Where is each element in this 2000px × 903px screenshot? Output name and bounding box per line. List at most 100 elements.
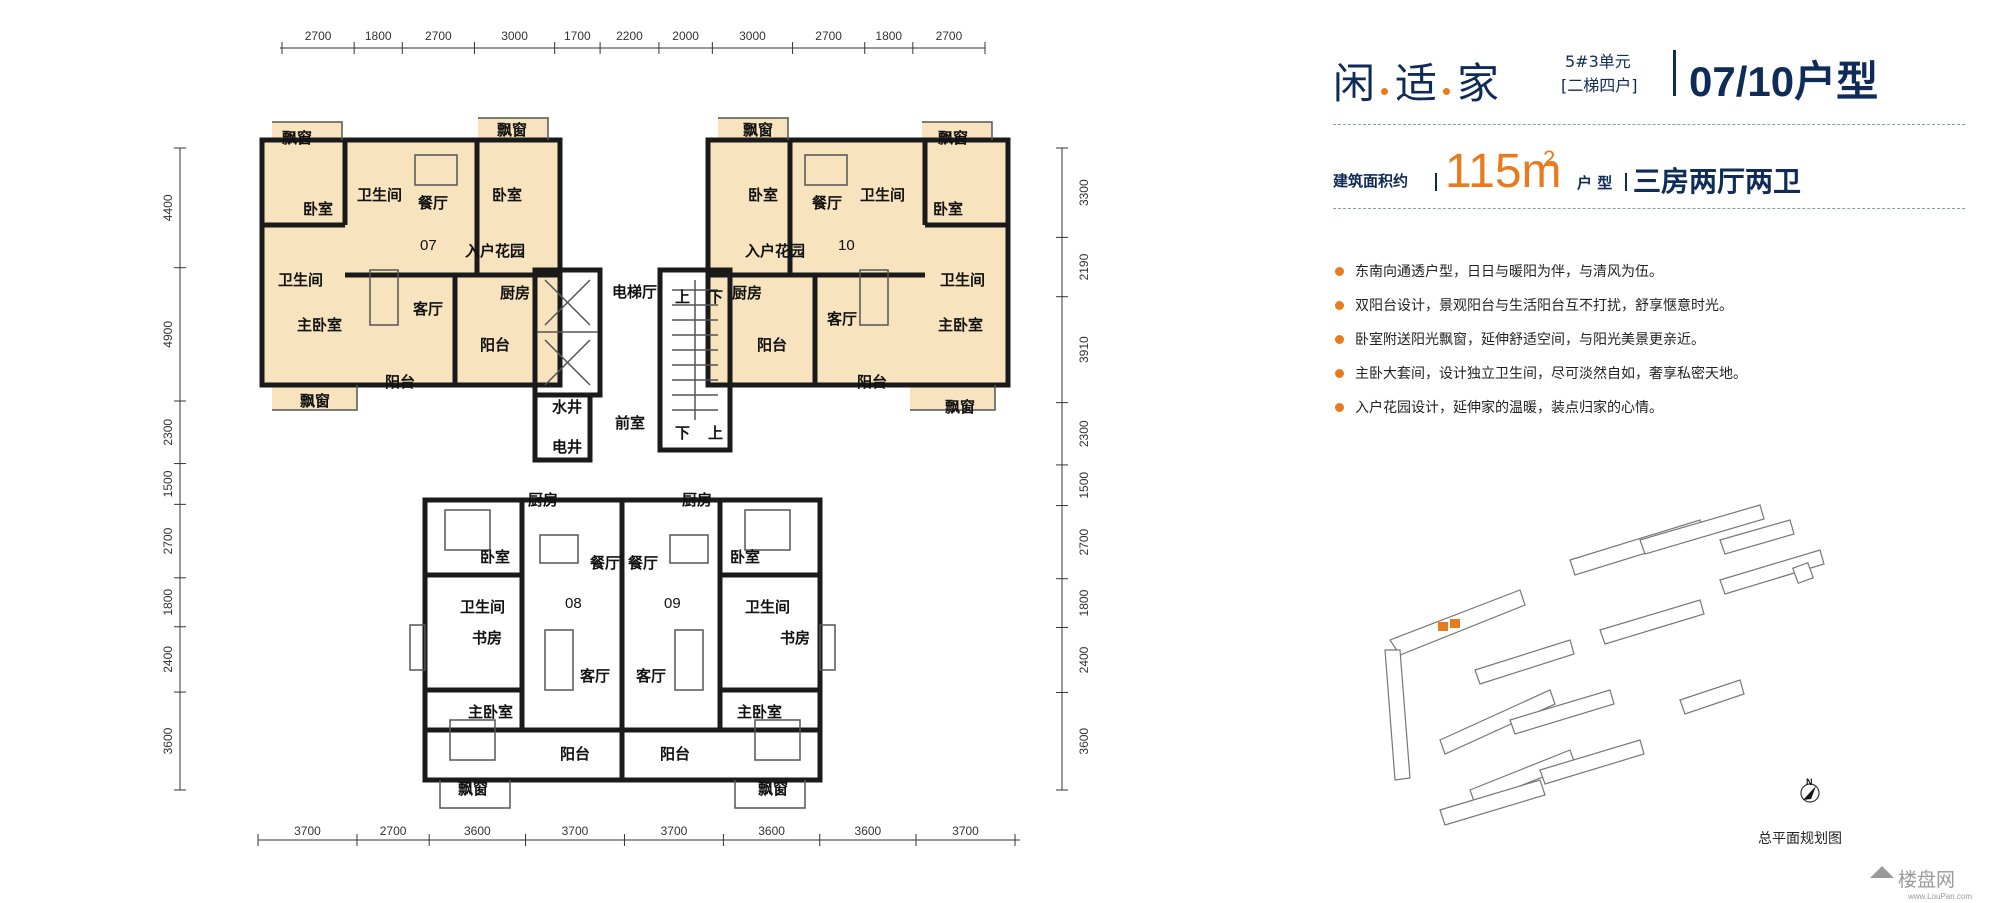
- dimension-label: 2700: [425, 29, 452, 43]
- dimension-label: 3700: [952, 824, 979, 838]
- stair-label: 上: [675, 288, 690, 306]
- unit-line-1: 5#3单元: [1565, 52, 1631, 71]
- north-arrow-icon: N: [1800, 777, 1820, 803]
- room-label: 前室: [615, 414, 645, 432]
- feature-item: 入户花园设计，延伸家的温暖，装点归家的心情。: [1333, 398, 1973, 432]
- divider: [1673, 50, 1676, 96]
- room-label: 电梯厅: [612, 283, 657, 301]
- room-label: 卧室: [492, 186, 522, 204]
- room-label: 餐厅: [418, 194, 448, 212]
- bullet-dot: [1335, 403, 1344, 412]
- bullet-dot: [1335, 335, 1344, 344]
- feature-item: 主卧大套间，设计独立卫生间，尽可淡然自如，奢享私密天地。: [1333, 364, 1973, 398]
- area-label: 建筑面积约: [1333, 172, 1409, 190]
- site-plan-map: [1384, 504, 1825, 826]
- room-label: 入户花园: [465, 242, 525, 260]
- room-label: 主卧室: [297, 316, 342, 334]
- room-label: 飘窗: [282, 129, 312, 147]
- room-label: 客厅: [635, 667, 666, 685]
- dimension-label: 3700: [294, 824, 321, 838]
- room-label: 卫生间: [745, 598, 790, 616]
- room-label: 卧室: [748, 186, 778, 204]
- slogan-char: 适: [1395, 59, 1438, 108]
- unit-number: 07: [420, 237, 437, 254]
- area-value: 115m: [1445, 145, 1562, 198]
- dimension-label: 1500: [161, 470, 175, 497]
- upper-unit-07-walls: [259, 117, 563, 411]
- lower-unit-08-walls: [409, 497, 625, 809]
- room-label: 厨房: [500, 284, 530, 302]
- dimension-label: 3000: [501, 29, 528, 43]
- slogan-char: 闲: [1333, 59, 1376, 108]
- upper-unit-10-walls: [705, 117, 1011, 411]
- dimension-label: 3600: [464, 824, 491, 838]
- room-label: 餐厅: [812, 194, 842, 212]
- room-label: 飘窗: [300, 392, 330, 410]
- slogan-char: 家: [1457, 59, 1500, 108]
- unit-number: 08: [565, 595, 582, 612]
- layout-text: 三房两厅两卫: [1633, 165, 1802, 198]
- dimension-label: 3700: [661, 824, 688, 838]
- type-divider: [1625, 173, 1627, 191]
- dimension-label: 4900: [161, 321, 175, 348]
- room-label: 阳台: [385, 373, 415, 391]
- area-rule: [1333, 208, 1965, 209]
- room-label: 入户花园: [745, 242, 805, 260]
- room-label: 电井: [552, 438, 582, 456]
- stair-label: 下: [708, 288, 723, 306]
- room-label: 厨房: [528, 491, 558, 509]
- dimension-label: 3600: [1077, 728, 1091, 755]
- dimension-label: 4400: [161, 194, 175, 221]
- room-label: 厨房: [732, 284, 762, 302]
- room-label: 书房: [780, 629, 810, 647]
- dimension-label: 2700: [815, 29, 842, 43]
- dimension-label: 2200: [616, 29, 643, 43]
- room-labels: 飘窗 飘窗 飘窗 飘窗 飘窗 飘窗 飘窗 飘窗 卧室 卧室 卧室 卧室 卧室 卧…: [278, 121, 985, 798]
- unit-number: 10: [838, 237, 855, 254]
- room-label: 阳台: [480, 336, 510, 354]
- feature-text: 双阳台设计，景观阳台与生活阳台互不打扰，舒享惬意时光。: [1355, 298, 1733, 314]
- dimension-label: 3300: [1077, 179, 1091, 206]
- room-label: 水井: [552, 398, 582, 416]
- dimension-label: 3600: [758, 824, 785, 838]
- feature-item: 东南向通透户型，日日与暖阳为伴，与清风为伍。: [1333, 262, 1973, 296]
- room-label: 卫生间: [460, 598, 505, 616]
- unit-line-2: [二梯四户]: [1561, 76, 1638, 95]
- room-label: 卫生间: [278, 271, 323, 289]
- feature-text: 主卧大套间，设计独立卫生间，尽可淡然自如，奢享私密天地。: [1355, 366, 1747, 382]
- room-label: 飘窗: [458, 780, 488, 798]
- header-rule: [1333, 124, 1965, 125]
- room-label: 餐厅: [590, 554, 620, 572]
- feature-text: 入户花园设计，延伸家的温暖，装点归家的心情。: [1355, 400, 1663, 416]
- room-label: 主卧室: [468, 703, 513, 721]
- feature-item: 卧室附送阳光飘窗，延伸舒适空间，与阳光美景更亲近。: [1333, 330, 1973, 364]
- room-label: 厨房: [682, 491, 712, 509]
- dimension-label: 2700: [161, 527, 175, 554]
- watermark: 楼盘网 www.LouPan.com: [1870, 866, 1972, 901]
- room-label: 客厅: [826, 310, 857, 328]
- area-unit-sup: 2: [1543, 146, 1556, 171]
- dimension-label: 1700: [564, 29, 591, 43]
- room-label: 卫生间: [860, 186, 905, 204]
- title-block: 闲 适 家 5#3单元 [二梯四户] 07/10户型: [1333, 42, 1983, 124]
- room-label: 餐厅: [628, 554, 658, 572]
- furniture: [369, 154, 889, 761]
- dimension-label: 2300: [1077, 420, 1091, 447]
- room-label: 卧室: [933, 200, 963, 218]
- bullet-dot: [1335, 301, 1344, 310]
- dimension-label: 1800: [1077, 589, 1091, 616]
- room-label: 卧室: [730, 548, 760, 566]
- stair-label: 上: [708, 424, 723, 442]
- dimension-label: 3000: [739, 29, 766, 43]
- type-label: 户 型: [1577, 174, 1613, 192]
- north-label: N: [1806, 777, 1813, 787]
- dimension-label: 3910: [1077, 336, 1091, 363]
- dimension-label: 2190: [1077, 253, 1091, 280]
- room-label: 卫生间: [357, 186, 402, 204]
- feature-text: 卧室附送阳光飘窗，延伸舒适空间，与阳光美景更亲近。: [1355, 332, 1705, 348]
- core-walls: [532, 267, 733, 463]
- upper-units-fill: [262, 118, 1008, 410]
